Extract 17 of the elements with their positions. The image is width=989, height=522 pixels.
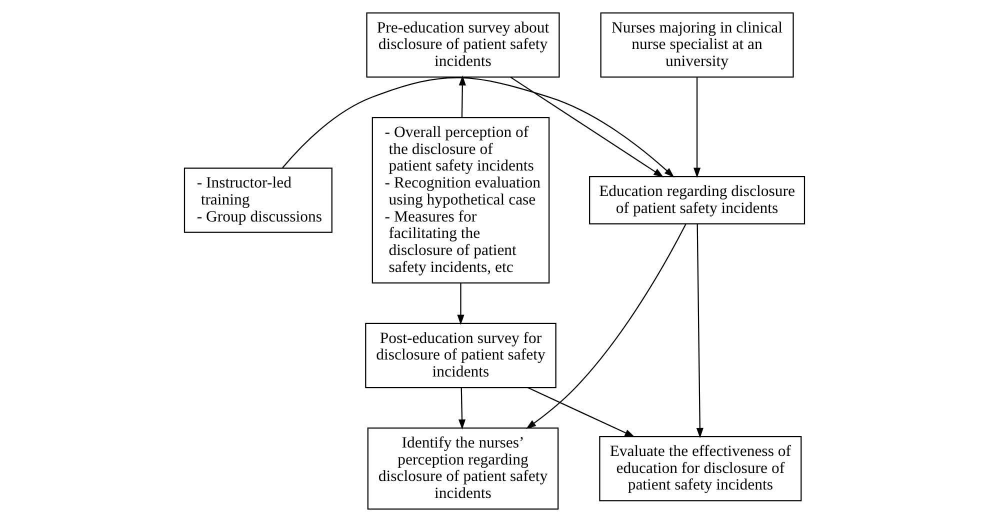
arrow — [510, 76, 664, 178]
node-box: Post-education survey for disclosure of patient safety incidents — [365, 322, 556, 388]
node-box: Education regarding disclosure of patient safety incidents — [589, 176, 806, 224]
node-box: Evaluate the effectiveness of education for disclosure of patient safety incidents — [599, 436, 802, 502]
node-box: Pre-education survey about disclosure of patient safety incidents — [366, 12, 560, 78]
node-box: Nurses majoring in clinical nurse specialist at an university — [600, 12, 794, 78]
node-box: Identify the nurses’ perception regarding disclosure of patient safety incidents — [367, 428, 559, 510]
node-box: - Instructor-led training - Group discussions — [184, 168, 332, 233]
arrow — [457, 283, 464, 325]
arrow — [282, 77, 674, 178]
node-box: - Overall perception of the disclosure of patient safety incidents - Recognition evaluation using hypothetical case - Measures for facilitating the disclosure of patient safety incidents, etc — [372, 116, 550, 284]
arrow — [526, 224, 686, 430]
arrow — [458, 388, 466, 430]
arrow — [694, 77, 701, 178]
arrow — [458, 75, 466, 118]
arrow — [696, 224, 704, 438]
arrow — [528, 387, 635, 438]
